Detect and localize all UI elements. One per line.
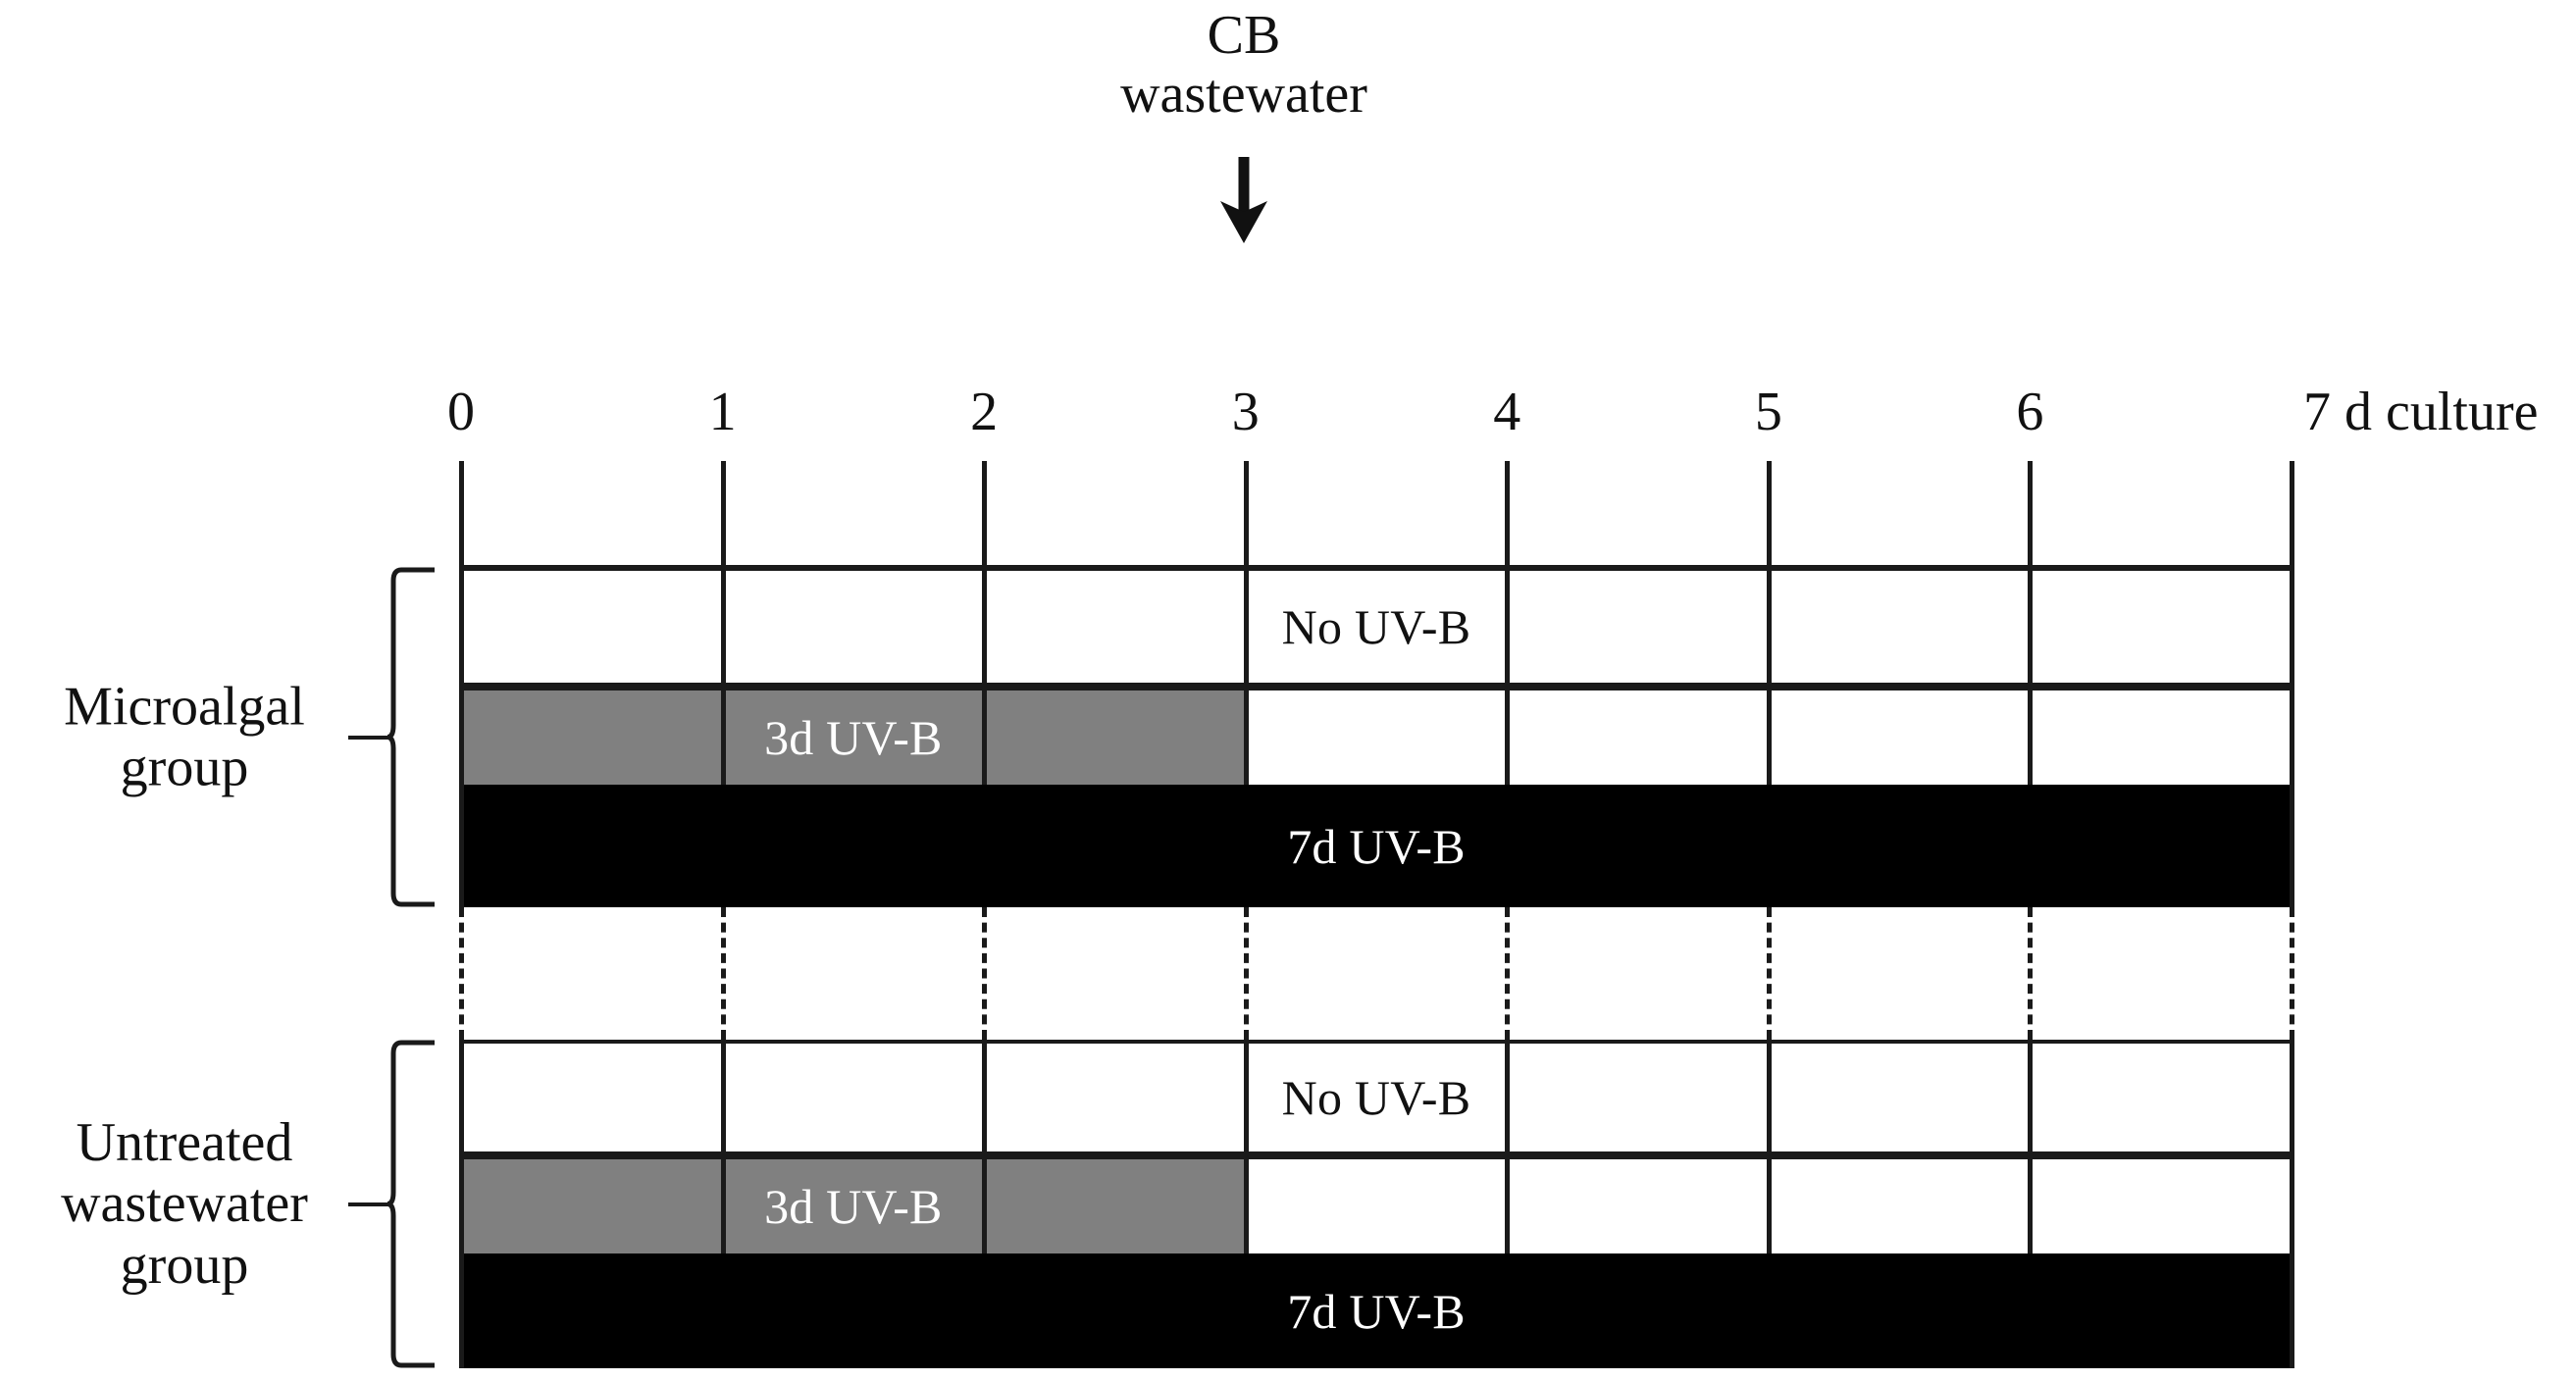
gridline-day-5 — [1766, 567, 1772, 785]
axis-tick-day-3 — [1243, 461, 1249, 570]
gridline-dashed-day-7 — [2290, 907, 2294, 1040]
axis-tick-label-day-6: 6 — [2016, 382, 2044, 442]
gridline-dashed-day-1 — [720, 907, 726, 1040]
axis-tick-label-day-2: 2 — [970, 382, 999, 442]
cb-annotation-line1: CB — [1207, 5, 1281, 66]
group-brace-untreated-wastewater — [386, 1040, 438, 1373]
group-label-line: group — [120, 737, 249, 798]
axis-tick-label-day-5: 5 — [1754, 382, 1782, 442]
gridline-dashed-day-0 — [459, 907, 464, 1040]
gridline-day-2 — [982, 1040, 988, 1253]
bar-label: 3d UV-B — [764, 1179, 943, 1234]
gridline-dashed-day-6 — [2028, 907, 2034, 1040]
group-brace-microalgal — [386, 567, 438, 912]
bar-label: No UV-B — [1281, 599, 1471, 654]
bar-microalgal-3d-uvb: 3d UV-B — [461, 687, 1246, 785]
axis-tick-day-1 — [720, 461, 726, 570]
group-label-line: Microalgal — [64, 675, 305, 737]
gridline-day-3 — [1243, 567, 1249, 785]
bar-label: 3d UV-B — [764, 710, 943, 765]
gridline-dashed-day-3 — [1243, 907, 1249, 1040]
group-label-line: wastewater — [61, 1173, 308, 1235]
gridline-day-1 — [720, 567, 726, 785]
group-label-line: Untreated — [76, 1111, 293, 1173]
gridline-day-2 — [982, 567, 988, 785]
group-leader-line — [348, 1202, 389, 1206]
axis-tick-day-4 — [1505, 461, 1511, 570]
axis-tick-day-0 — [459, 461, 464, 570]
gridline-right-dashed — [2290, 1155, 2294, 1253]
axis-tick-label-day-0: 0 — [447, 382, 475, 442]
axis-tick-day-5 — [1766, 461, 1772, 570]
bar-microalgal-no-uvb: No UV-B — [461, 567, 2292, 687]
axis-tick-label-day-3: 3 — [1231, 382, 1260, 442]
bar-label: 7d UV-B — [1287, 818, 1466, 874]
axis-tick-day-6 — [2028, 461, 2034, 570]
gridline-day-3 — [1243, 1040, 1249, 1253]
gridline-dashed-day-4 — [1505, 907, 1511, 1040]
bar-untreated-wastewater-3d-uvb: 3d UV-B — [461, 1155, 1246, 1253]
down-arrow-icon — [1214, 157, 1273, 250]
axis-tick-label-day-4: 4 — [1493, 382, 1521, 442]
gridline-right-dashed — [2290, 687, 2294, 785]
axis-tick-label-day-1: 1 — [708, 382, 737, 442]
bar-untreated-wastewater-no-uvb: No UV-B — [461, 1040, 2292, 1155]
gridline-dashed-day-2 — [982, 907, 988, 1040]
bar-label: No UV-B — [1281, 1070, 1471, 1125]
axis-tick-day-7 — [2290, 461, 2294, 570]
group-leader-line — [348, 735, 389, 740]
gridline-day-4 — [1505, 1040, 1511, 1253]
gridline-day-6 — [2028, 567, 2034, 785]
group-label-line: group — [120, 1234, 249, 1296]
cb-wastewater-annotation: CB wastewater — [1120, 6, 1367, 125]
gridline-day-1 — [720, 1040, 726, 1253]
gridline-day-5 — [1766, 1040, 1772, 1253]
bar-untreated-wastewater-7d-uvb: 7d UV-B — [461, 1253, 2292, 1368]
gridline-day-0 — [459, 567, 464, 907]
bar-label: 7d UV-B — [1287, 1283, 1466, 1339]
cb-annotation-line2: wastewater — [1120, 64, 1367, 126]
axis-tick-day-2 — [982, 461, 988, 570]
axis-tick-label-day-7: 7 d culture — [2303, 382, 2539, 442]
gridline-day-6 — [2028, 1040, 2034, 1253]
bar-microalgal-7d-uvb: 7d UV-B — [461, 785, 2292, 907]
gridline-day-4 — [1505, 567, 1511, 785]
gridline-dashed-day-5 — [1766, 907, 1772, 1040]
gridline-day-0 — [459, 1040, 464, 1368]
